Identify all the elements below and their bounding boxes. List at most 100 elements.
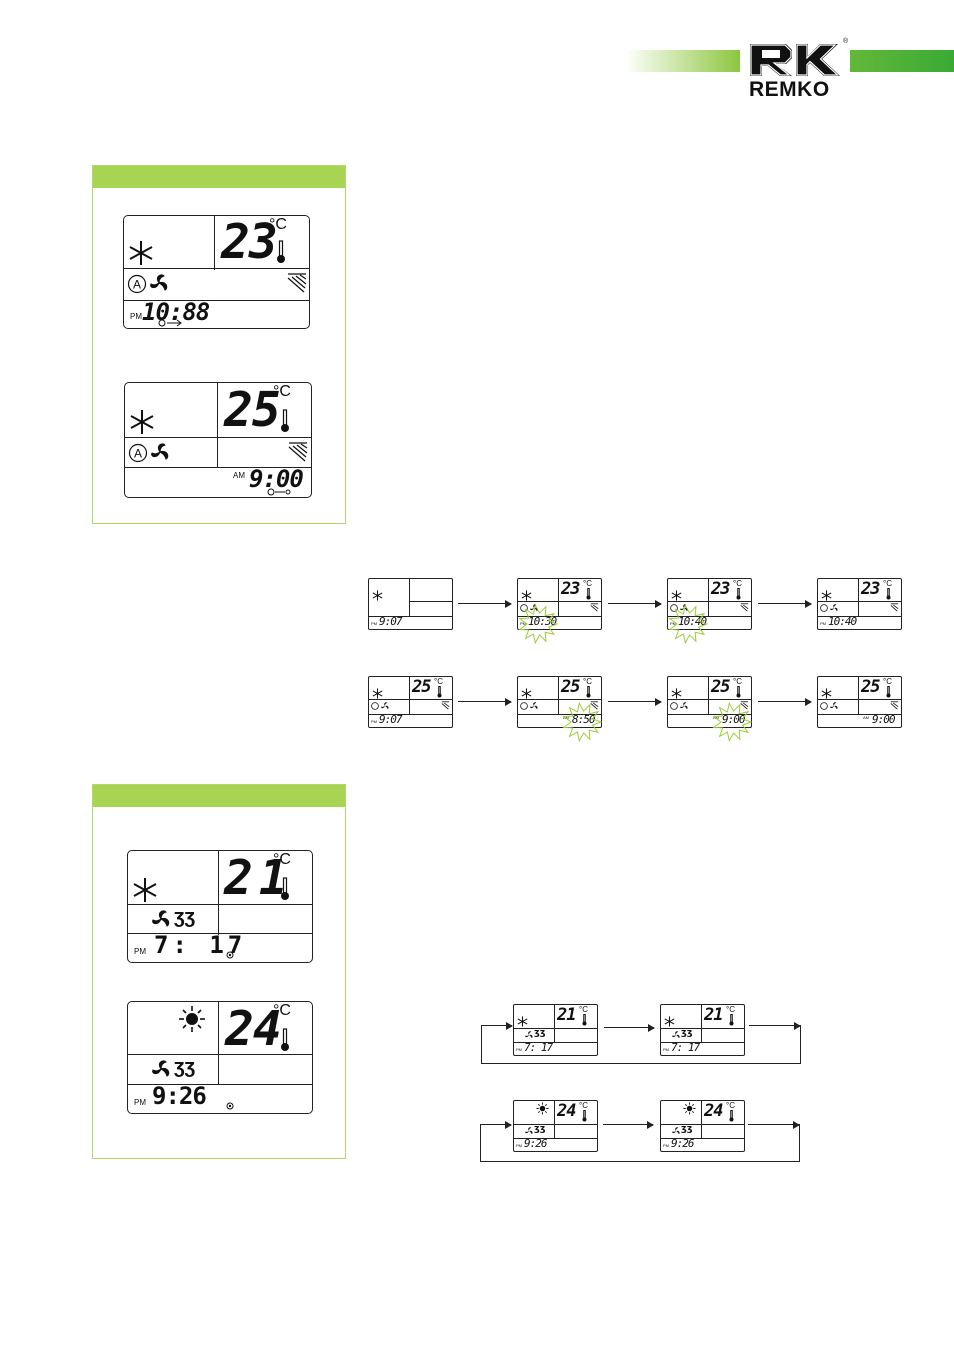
thermometer-icon xyxy=(582,1110,587,1122)
sequence-arrow xyxy=(458,598,512,609)
louver-swing-icon xyxy=(890,603,899,612)
moon-icon xyxy=(200,910,209,928)
mini-temperature-value: 25 xyxy=(711,677,731,697)
mini-clock-time: 8:50 xyxy=(572,713,595,726)
registered-mark: ® xyxy=(843,38,849,45)
sequence-arrow xyxy=(608,598,662,609)
auto-mode-icon xyxy=(520,604,528,612)
panel-header-bar xyxy=(93,166,345,188)
mini-temperature-unit: °C xyxy=(583,677,592,686)
moon-icon xyxy=(548,1030,553,1040)
sequence-arrow xyxy=(758,598,812,609)
thermometer-icon xyxy=(281,877,289,900)
auto-mode-icon: A xyxy=(128,443,148,463)
mini-clock-time: 9:26 xyxy=(671,1137,694,1150)
moon-icon xyxy=(548,1126,553,1136)
mini-clock-time: 7: 17 xyxy=(671,1041,700,1054)
sleep-wave-icon: ʒʒ xyxy=(534,1124,546,1134)
thermometer-icon xyxy=(886,686,891,698)
sleep-wave-icon: ʒʒ xyxy=(681,1124,693,1134)
mini-temperature-unit: °C xyxy=(579,1101,588,1110)
snowflake-icon xyxy=(521,590,532,601)
mini-ampm: PM xyxy=(670,621,676,626)
sun-icon xyxy=(683,1102,696,1115)
mini-ampm: PM xyxy=(516,1143,522,1148)
auto-mode-icon xyxy=(520,702,528,710)
loop-line xyxy=(800,1025,801,1064)
sun-icon xyxy=(536,1102,549,1115)
sequence-arrow xyxy=(603,1119,654,1130)
louver-swing-icon xyxy=(890,701,899,710)
mini-temperature-value: 23 xyxy=(561,579,581,599)
ampm-indicator: AM xyxy=(233,471,245,480)
clock-time: 9:00 xyxy=(249,465,304,493)
snowflake-icon xyxy=(372,688,383,699)
thermometer-icon xyxy=(586,686,591,698)
temperature-value: 23 xyxy=(221,214,278,270)
ampm-indicator: PM xyxy=(134,947,146,956)
snowflake-icon xyxy=(821,590,832,601)
remko-logo-mark xyxy=(750,44,840,76)
thermometer-icon xyxy=(582,1014,587,1026)
fan-icon xyxy=(680,604,688,612)
brand-name: REMKO xyxy=(749,78,830,101)
loop-line xyxy=(799,1124,800,1162)
sequence-arrow xyxy=(458,696,512,707)
mini-temperature-value: 25 xyxy=(861,677,881,697)
fan-icon xyxy=(152,910,170,927)
mini-temperature-value: 24 xyxy=(704,1101,724,1121)
fan-icon xyxy=(672,1127,680,1135)
loop-arrow xyxy=(481,1020,513,1031)
mini-ampm: PM xyxy=(371,621,377,626)
mini-ampm: PM xyxy=(516,1047,522,1052)
mini-ampm: PM xyxy=(820,621,826,626)
fan-icon xyxy=(151,443,169,460)
snowflake-icon xyxy=(372,590,383,601)
temperature-unit: °C xyxy=(269,216,287,233)
snowflake-icon xyxy=(671,590,682,601)
thermometer-icon xyxy=(729,1014,734,1026)
svg-text:A: A xyxy=(134,447,142,461)
fan-icon xyxy=(525,1127,533,1135)
mini-clock-time: 10:40 xyxy=(678,615,707,628)
mini-temperature-unit: °C xyxy=(726,1005,735,1014)
mini-clock-time: 9:26 xyxy=(524,1137,547,1150)
mini-ampm: PM xyxy=(663,1047,669,1052)
mini-temperature-unit: °C xyxy=(726,1101,735,1110)
mini-temperature-value: 23 xyxy=(711,579,731,599)
thermometer-icon xyxy=(437,686,442,698)
loop-line xyxy=(480,1124,481,1162)
mini-temperature-unit: °C xyxy=(583,579,592,588)
lcd-display-sleep-heat: 24 °C ʒʒ PM 9:26 xyxy=(127,1001,313,1114)
mini-temperature-value: 23 xyxy=(861,579,881,599)
mini-temperature-value: 25 xyxy=(412,677,432,697)
mini-temperature-value: 21 xyxy=(704,1005,724,1025)
temperature-value: 21 xyxy=(224,850,294,906)
sun-icon xyxy=(179,1006,205,1032)
mini-temperature-unit: °C xyxy=(434,677,443,686)
thermometer-icon xyxy=(281,409,289,432)
sleep-wave-icon: ʒʒ xyxy=(534,1028,546,1038)
mini-clock-time: 10:40 xyxy=(828,615,857,628)
sleep-wave-icon: ʒʒ xyxy=(174,1056,196,1078)
temperature-unit: °C xyxy=(273,1002,291,1019)
auto-mode-icon xyxy=(820,604,828,612)
fan-icon xyxy=(150,274,168,291)
ampm-indicator: PM xyxy=(134,1098,146,1107)
louver-swing-icon xyxy=(740,603,749,612)
mini-clock-time: 9:00 xyxy=(722,713,745,726)
fan-icon xyxy=(530,702,538,710)
fan-icon xyxy=(530,604,538,612)
temperature-unit: °C xyxy=(273,383,291,400)
sequence-arrow xyxy=(608,696,662,707)
louver-swing-icon xyxy=(590,701,599,710)
snowflake-icon xyxy=(521,688,532,699)
fan-icon xyxy=(152,1060,170,1077)
blink-highlight-icon xyxy=(518,604,558,644)
